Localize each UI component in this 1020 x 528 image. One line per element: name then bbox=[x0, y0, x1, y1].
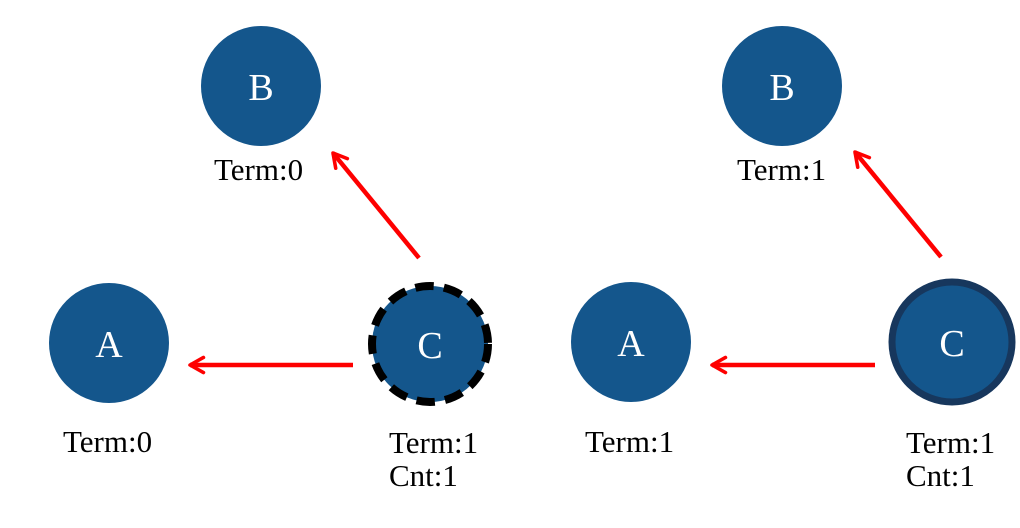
right-diagram: B Term:1 A Term:1 C Term:1 Cnt:1 bbox=[571, 26, 1016, 493]
right-node-a-circle bbox=[571, 282, 691, 402]
right-node-c-cnt-label: Cnt:1 bbox=[906, 458, 975, 493]
right-node-c-circle-solid bbox=[888, 278, 1016, 406]
left-diagram: B Term:0 A Term:0 C Term:1 Cnt:1 bbox=[49, 26, 492, 493]
right-node-a-letter: A bbox=[617, 323, 645, 365]
right-node-c-letter: C bbox=[939, 323, 964, 365]
right-node-b-term-label: Term:1 bbox=[737, 152, 826, 187]
left-node-b-letter: B bbox=[248, 67, 273, 109]
right-node-b-circle bbox=[722, 26, 842, 146]
left-node-b-term-label: Term:0 bbox=[214, 152, 303, 187]
left-node-c-term-label: Term:1 bbox=[389, 425, 478, 460]
left-node-c-cnt-label: Cnt:1 bbox=[389, 458, 458, 493]
left-edge-c-to-b-arrow bbox=[331, 151, 421, 260]
left-node-a-term-label: Term:0 bbox=[63, 424, 152, 459]
right-node-a-term-label: Term:1 bbox=[585, 424, 674, 459]
right-node-c-term-label: Term:1 bbox=[906, 425, 995, 460]
left-node-b-circle bbox=[201, 26, 321, 146]
right-edge-c-to-b-arrow bbox=[853, 150, 943, 259]
right-node-b-letter: B bbox=[769, 67, 794, 109]
left-node-c-circle-dashed bbox=[368, 282, 492, 406]
left-node-a-letter: A bbox=[95, 324, 123, 366]
left-node-a-circle bbox=[49, 283, 169, 403]
left-node-c-letter: C bbox=[417, 325, 442, 367]
